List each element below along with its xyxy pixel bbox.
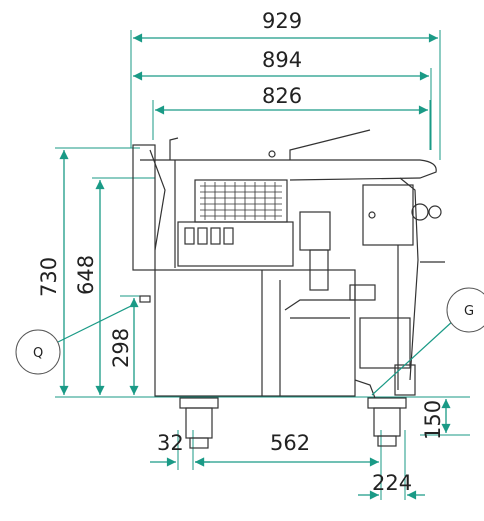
basket-handle xyxy=(289,129,371,160)
worktop xyxy=(140,159,437,181)
extension-lines xyxy=(55,30,470,500)
callout-g: G xyxy=(371,287,484,396)
dim-562: 562 xyxy=(270,431,310,455)
control-box xyxy=(299,211,331,251)
back-splash xyxy=(132,144,156,271)
dim-224: 224 xyxy=(372,471,412,495)
dim-894: 894 xyxy=(262,48,302,72)
feet xyxy=(179,397,407,449)
foot-right xyxy=(367,397,407,409)
dimension-lines xyxy=(59,33,451,500)
drain-pipe xyxy=(284,285,356,311)
appliance-outline xyxy=(132,129,445,399)
callout-g-label: G xyxy=(464,304,474,319)
callout-q: Q xyxy=(15,305,132,375)
right-housing xyxy=(362,184,414,246)
dim-929: 929 xyxy=(262,9,302,33)
cabinet-body xyxy=(154,269,356,397)
dim-826: 826 xyxy=(262,84,302,108)
dim-730: 730 xyxy=(37,257,61,297)
foot-left xyxy=(179,397,219,409)
dim-648: 648 xyxy=(74,255,98,295)
dim-150: 150 xyxy=(421,400,445,440)
callout-q-label: Q xyxy=(33,346,43,361)
dim-298: 298 xyxy=(109,328,133,368)
dim-32: 32 xyxy=(157,431,184,455)
drain-block xyxy=(359,317,411,369)
heating-box xyxy=(177,221,294,267)
